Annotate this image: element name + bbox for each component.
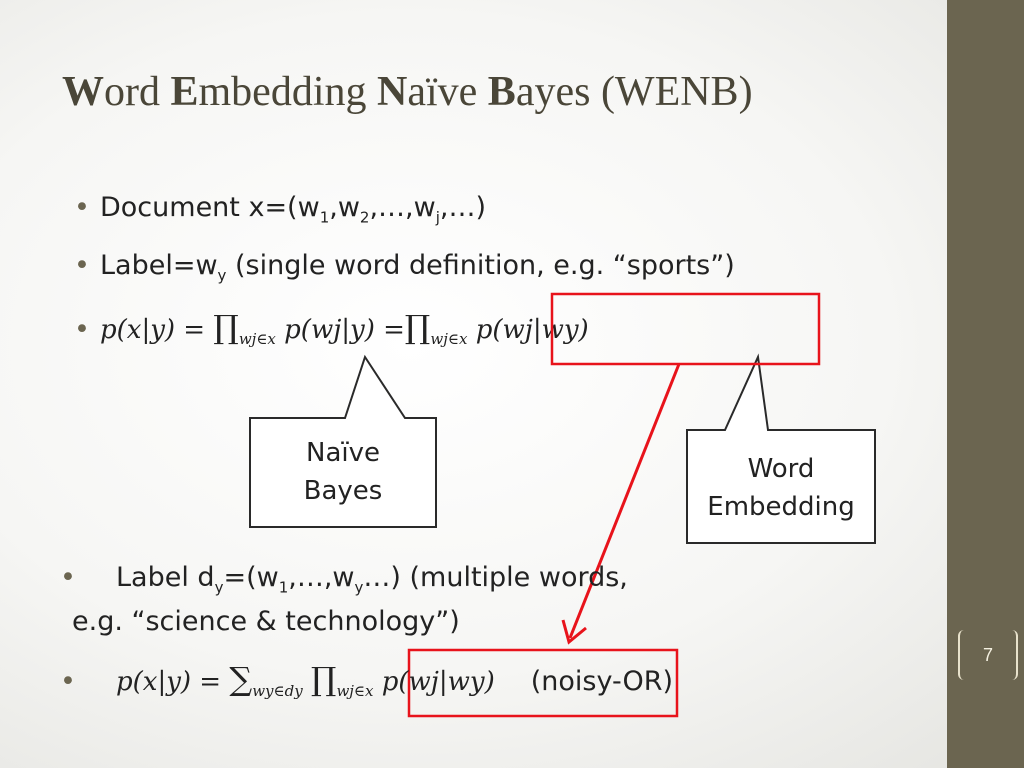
callout-word-embedding-shape xyxy=(686,353,876,544)
bullet-formula-naive: • p(x|y) = ∏wj∈x p(wj|y) =∏wj∈x p(wj|wy) xyxy=(74,308,589,348)
bullet-label: •Label=wy (single word definition, e.g. … xyxy=(74,250,735,285)
slide-number: 7 xyxy=(958,630,1018,680)
slide-title: Word Embedding Naïve Bayes (WENB) xyxy=(62,69,753,115)
formula-naive-bayes: p(x|y) = ∏wj∈x p(wj|y) =∏wj∈x p(wj|wy) xyxy=(100,308,589,349)
bullet-dot: • xyxy=(74,250,90,281)
highlight-box-bottom xyxy=(407,648,679,718)
bullet-multiword-example: e.g. “science & technology”) xyxy=(72,606,460,637)
bullet-dot: • xyxy=(60,562,76,593)
callout-naive-bayes-shape xyxy=(249,354,437,528)
bullet-dot: • xyxy=(60,666,76,697)
arrow-line xyxy=(568,363,681,639)
bullet-dot: • xyxy=(74,192,90,223)
highlight-box-top xyxy=(550,292,821,366)
bullet-document: •Document x=(w1,w2,…,wj,…) xyxy=(74,192,486,227)
bullet-multiword-label: •Label dy=(w1,…,wy…) (multiple words, xyxy=(60,562,628,597)
bullet-dot: • xyxy=(74,314,90,345)
formula-noisy-or: p(x|y) = ∑wy∈dy ∏wj∈x p(wj|wy) xyxy=(116,660,495,701)
noisy-or-note: (noisy-OR) xyxy=(530,666,673,697)
arrow-head xyxy=(561,619,587,645)
bullet-formula-noisy-or: • p(x|y) = ∑wy∈dy ∏wj∈x p(wj|wy) (noisy-OR… xyxy=(60,660,673,700)
